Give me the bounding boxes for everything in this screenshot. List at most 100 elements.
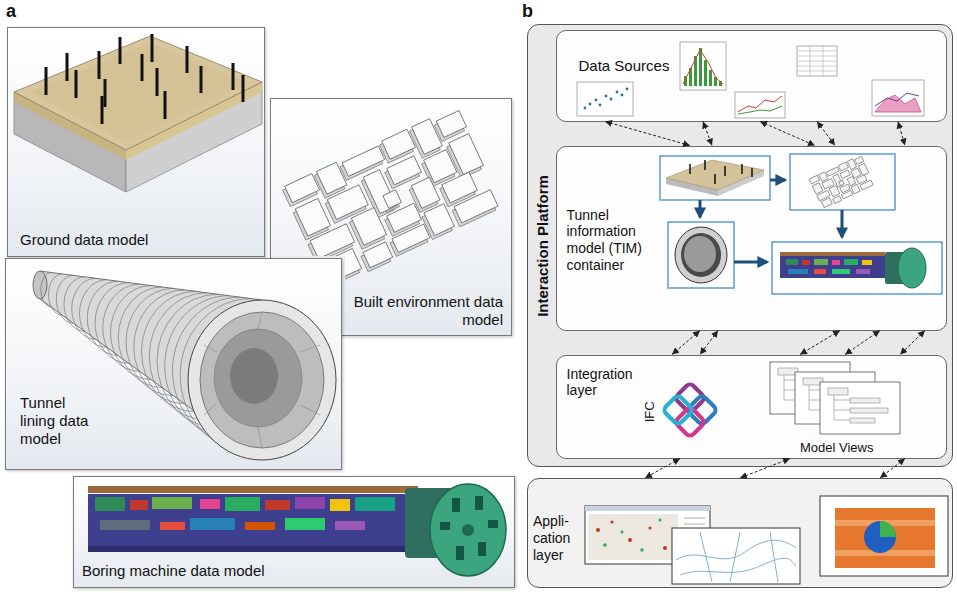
- dashed-arrow: [672, 331, 700, 355]
- tunnel-lining: [173, 297, 240, 444]
- data-source-chart: [689, 68, 692, 86]
- dashed-arrow: [800, 331, 840, 355]
- layer-box: Data Sources: [556, 30, 947, 122]
- application-screenshot: [588, 514, 678, 560]
- model-view-document: [784, 375, 800, 400]
- tunnel-lining: [111, 286, 152, 380]
- boring-machine: [88, 484, 506, 576]
- tunnel-lining: [80, 280, 107, 348]
- data-source-chart: [577, 82, 633, 116]
- model-link-arrow: [770, 179, 785, 182]
- ground-slab: [14, 36, 262, 150]
- data-source-chart: [875, 93, 919, 106]
- application-screenshot: [585, 506, 710, 511]
- application-screenshot: [680, 558, 796, 575]
- tunnel-lining: [134, 290, 185, 404]
- tim-thumbnail: [802, 260, 810, 265]
- data-source-chart: [875, 95, 921, 112]
- ifc-logo: [686, 394, 717, 425]
- node-title: Interaction Platform: [534, 175, 552, 317]
- node-title: Tunnel information model (TIM) container: [567, 207, 665, 274]
- boring-machine: [245, 522, 275, 530]
- ifc-logo: [674, 382, 705, 413]
- tunnel-lining: [141, 291, 195, 411]
- text-holder: Model Views: [800, 440, 873, 456]
- data-source-chart: [797, 46, 837, 76]
- data-source-chart: [621, 94, 624, 97]
- application-screenshot: [684, 518, 705, 519]
- model-view-document: [800, 388, 838, 393]
- data-source-chart: [714, 77, 717, 86]
- boring-machine: [452, 498, 460, 512]
- tim-thumbnail: [786, 259, 798, 265]
- data-source-chart: [605, 95, 608, 98]
- tim-thumbnail: [724, 166, 726, 176]
- application-screenshot: [864, 521, 896, 553]
- data-source-chart: [704, 60, 707, 86]
- model-view-document: [825, 388, 855, 393]
- model-view-document: [850, 398, 880, 403]
- city-model: [283, 106, 504, 290]
- borehole: [119, 37, 122, 64]
- application-screenshot: [676, 532, 796, 582]
- boring-machine: [88, 546, 413, 552]
- data-source-chart: [683, 50, 723, 84]
- borehole: [151, 34, 154, 62]
- tim-thumbnail: [790, 154, 895, 210]
- ifc-logo: [662, 394, 693, 425]
- boring-machine: [355, 497, 395, 511]
- boring-machine: [430, 484, 506, 576]
- tim-thumbnail: [704, 160, 706, 170]
- data-source-chart: [738, 96, 782, 112]
- tunnel-lining: [118, 287, 162, 388]
- tim-thumbnail: [856, 269, 870, 274]
- application-screenshot: [585, 506, 710, 564]
- data-source-chart: [872, 80, 924, 116]
- data-source-chart: [584, 107, 587, 110]
- borehole: [98, 51, 101, 79]
- model-view-document: [800, 378, 830, 383]
- data-source-chart: [616, 91, 619, 94]
- application-screenshot: [596, 528, 600, 532]
- model-view-document: [834, 395, 850, 420]
- node-title: Tunnel lining data model: [20, 394, 104, 448]
- tim-thumbnail: [832, 269, 850, 274]
- dashed-arrow: [900, 331, 925, 355]
- tunnel-lining: [33, 271, 47, 299]
- tunnel-lining: [95, 283, 129, 364]
- text-holder: Boring machine data model: [82, 562, 265, 580]
- borehole: [186, 46, 189, 73]
- dashed-arrow: [845, 331, 880, 355]
- model-view-document: [850, 408, 888, 413]
- layer-box: Integration layer: [556, 355, 947, 459]
- tim-thumbnail: [751, 168, 753, 177]
- tunnel-lining: [214, 329, 302, 427]
- tim-thumbnail: [814, 259, 828, 265]
- tunnel-lining: [180, 299, 251, 452]
- tunnel-lining: [204, 404, 216, 415]
- data-source-chart: [797, 56, 837, 57]
- application-screenshot: [684, 530, 700, 531]
- data-source-chart: [738, 106, 782, 114]
- dashed-arrow: [740, 459, 790, 479]
- data-source-chart: [610, 98, 613, 101]
- application-screenshot: [880, 521, 896, 537]
- tim-thumbnail: [898, 248, 926, 288]
- boring-machine: [100, 520, 150, 530]
- application-screenshot: [663, 546, 667, 550]
- data-source-chart: [709, 70, 712, 86]
- tim-thumbnail: [814, 269, 826, 274]
- tunnel-lining: [258, 312, 262, 329]
- model-view-document: [850, 418, 875, 423]
- tim-thumbnail: [660, 154, 942, 294]
- boring-machine: [462, 524, 474, 536]
- dashed-arrow: [605, 122, 690, 146]
- tim-thumbnail: [714, 174, 716, 184]
- tunnel-lining: [200, 312, 324, 448]
- tim-thumbnail: [666, 178, 718, 196]
- tim-thumbnail: [832, 260, 840, 265]
- data-source-chart: [577, 42, 924, 118]
- application-screenshot: [684, 518, 705, 530]
- connector-group: [605, 122, 925, 479]
- ground-slab: [30, 43, 248, 142]
